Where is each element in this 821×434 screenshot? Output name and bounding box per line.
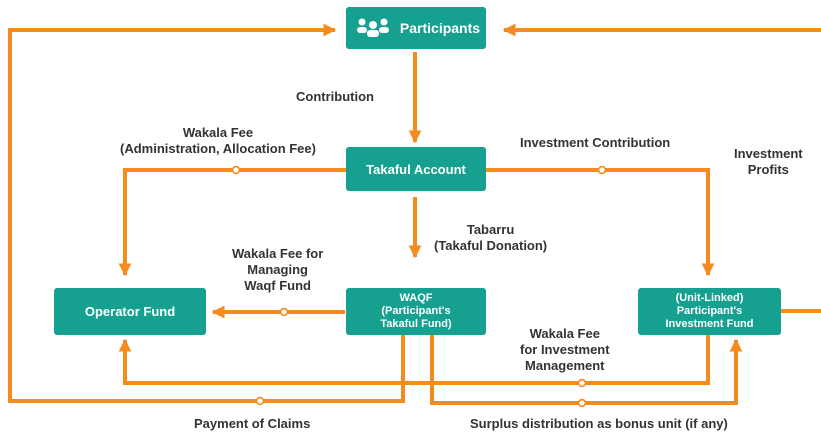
tabarru-line-2: (Takaful Donation) (434, 238, 548, 253)
payment-of-claims-label: Payment of Claims (194, 416, 311, 431)
arrow-payment-of-claims (8, 23, 405, 403)
investment-fund-line-1: (Unit-Linked) (675, 292, 744, 304)
arrow-investment-profits (504, 30, 821, 313)
investment-fund-line-2: Participant's (676, 305, 743, 317)
wakala-admin-fee-line-1: Wakala Fee (182, 125, 254, 140)
connector-dot (279, 307, 289, 317)
wakala-investment-fee-label: Wakala Fee for Investment Management (520, 326, 610, 374)
surplus-distribution-label: Surplus distribution as bonus unit (if a… (470, 416, 728, 431)
takaful-account-node: Takaful Account (346, 147, 486, 191)
participants-label: Participants (399, 20, 481, 36)
investment-profits-line-1: Investment (734, 146, 803, 161)
tabarru-line-1: Tabarru (466, 222, 515, 237)
connector-dot (255, 396, 265, 406)
waqf-subtitle-2: Takaful Fund) (380, 318, 452, 330)
waqf-subtitle-1: (Participant's (381, 305, 451, 317)
connector-dot (577, 378, 587, 388)
operator-fund-node: Operator Fund (54, 288, 206, 335)
wakala-investment-fee-line-1: Wakala Fee (529, 326, 600, 341)
operator-fund-label: Operator Fund (84, 304, 176, 319)
investment-contribution-label: Investment Contribution (520, 135, 671, 150)
connector-dot (597, 165, 607, 175)
contribution-label: Contribution (296, 89, 374, 104)
investment-fund-line-3: Investment Fund (665, 318, 754, 330)
wakala-investment-fee-line-2: for Investment (520, 342, 610, 357)
arrow-investment-contribution (486, 168, 715, 277)
wakala-admin-fee-label: Wakala Fee (Administration, Allocation F… (120, 125, 316, 157)
investment-profits-line-2: Profits (747, 162, 789, 177)
arrow-wakala-admin-fee (118, 168, 346, 277)
investment-fund-node: (Unit-Linked) Participant's Investment F… (638, 288, 781, 335)
participants-node: Participants (346, 7, 486, 49)
connector-dot (231, 165, 241, 175)
wakala-waqf-fee-line-1: Wakala Fee for (232, 246, 324, 261)
wakala-waqf-fee-label: Wakala Fee for Managing Waqf Fund (232, 246, 323, 294)
waqf-title: WAQF (399, 292, 433, 304)
takaful-account-label: Takaful Account (366, 161, 466, 177)
tabarru-label: Tabarru (Takaful Donation) (434, 222, 547, 254)
investment-profits-label: Investment Profits (734, 146, 803, 178)
wakala-waqf-fee-line-3: Waqf Fund (244, 278, 311, 293)
people-group-icon (356, 18, 389, 37)
wakala-investment-fee-line-3: Management (525, 358, 605, 373)
wakala-waqf-fee-line-2: Managing (247, 262, 308, 277)
connector-dot (577, 398, 587, 408)
arrow-wakala-investment-fee (118, 332, 710, 385)
wakala-admin-fee-line-2: (Administration, Allocation Fee) (120, 141, 316, 156)
waqf-node: WAQF (Participant's Takaful Fund) (346, 288, 486, 335)
